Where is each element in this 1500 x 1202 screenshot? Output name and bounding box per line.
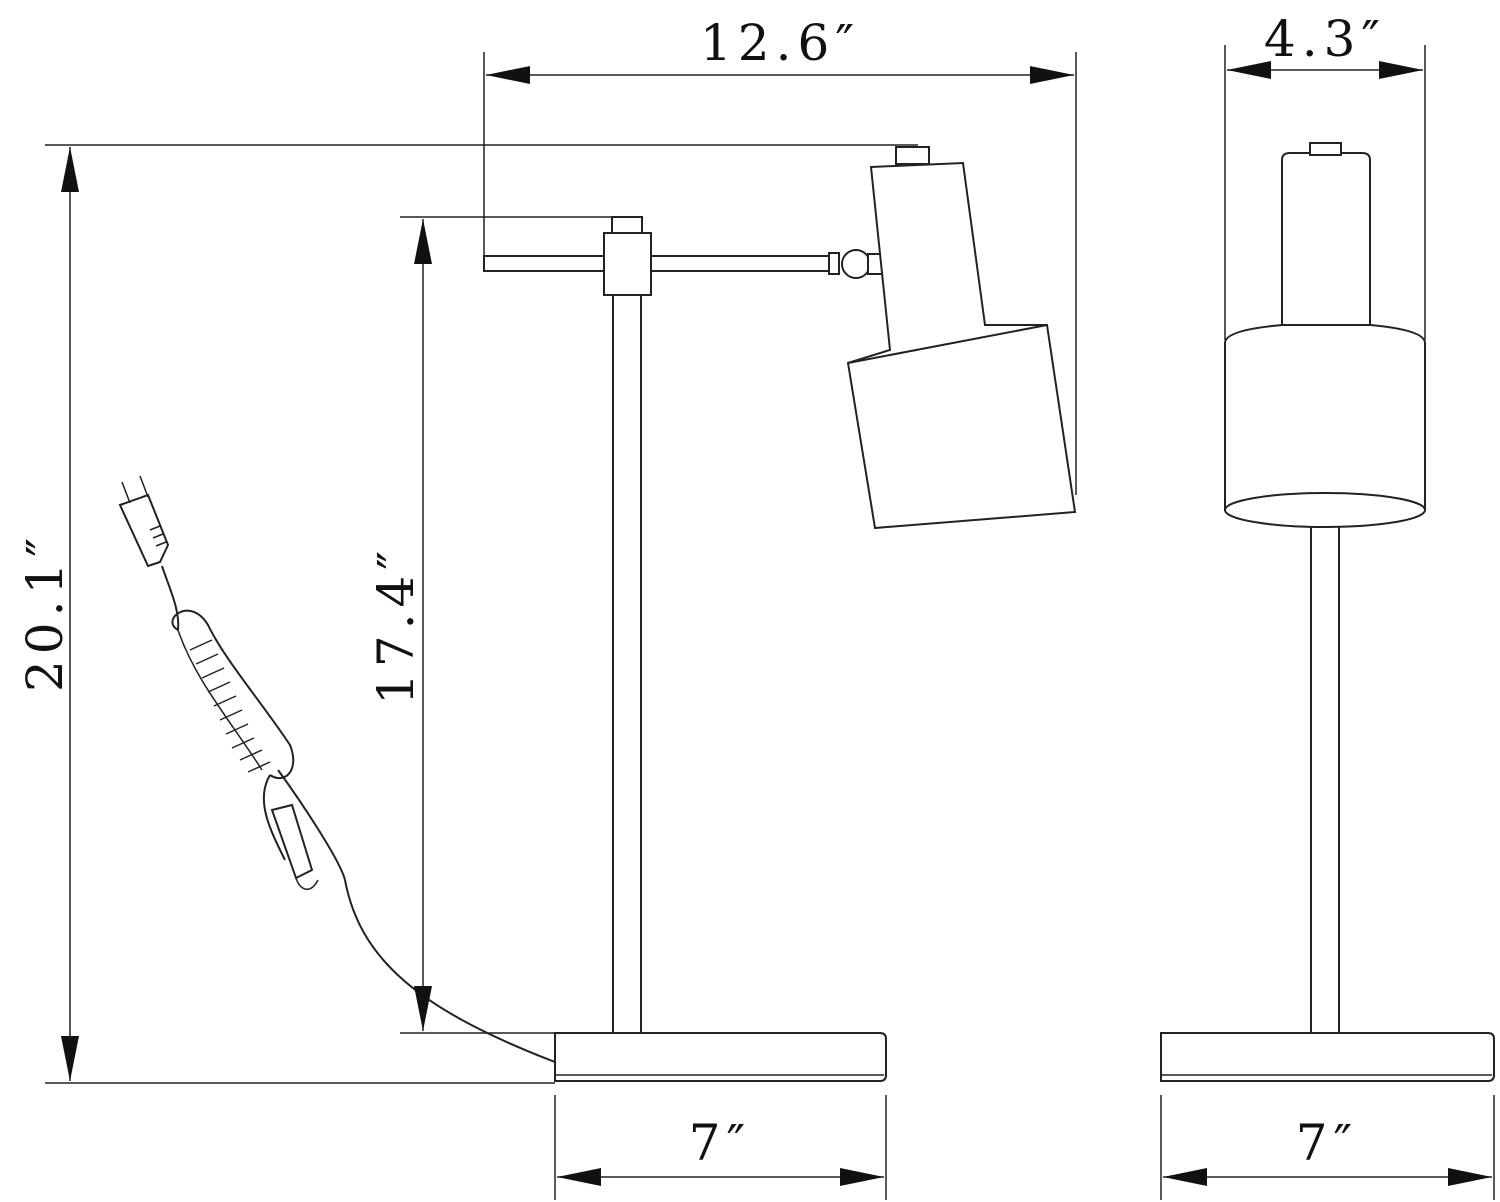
arrow-up <box>414 219 432 264</box>
arrow-left <box>557 1168 601 1186</box>
shade-diameter-label: 4.3″ <box>1264 10 1386 68</box>
front-view: 4.3″ 7″ <box>1160 10 1495 1200</box>
base-width-side-label: 7″ <box>689 1114 752 1172</box>
overall-height-label: 20.1″ <box>16 532 74 692</box>
arrow-right <box>840 1168 884 1186</box>
arrow-left <box>486 66 530 84</box>
side-base <box>554 1032 887 1082</box>
arrow-right <box>1448 1168 1492 1186</box>
dim-shade-diameter: 4.3″ <box>1224 10 1426 340</box>
dim-width: 12.6″ <box>483 14 1077 495</box>
base-width-front-label: 7″ <box>1296 1114 1359 1172</box>
arrow-left <box>1227 61 1271 79</box>
arrow-left <box>1163 1168 1207 1186</box>
dim-arm-height: 17.4″ <box>367 216 612 1034</box>
side-view: 12.6″ 20.1″ 17.4″ 7″ <box>16 14 1077 1200</box>
front-pole <box>1310 524 1340 1034</box>
arrow-right <box>1030 66 1074 84</box>
side-ball-joint <box>841 249 883 279</box>
side-pole <box>612 289 642 1034</box>
arrow-down <box>61 1036 79 1081</box>
side-arm <box>483 252 840 275</box>
front-base <box>1160 1032 1495 1082</box>
arrow-right <box>1379 61 1423 79</box>
power-cord <box>118 475 556 1063</box>
side-joint <box>603 216 652 296</box>
dim-base-side: 7″ <box>554 1095 887 1200</box>
arm-height-label: 17.4″ <box>367 545 425 705</box>
dim-overall-height: 20.1″ <box>16 144 918 1084</box>
arrow-down <box>414 986 432 1031</box>
width-label: 12.6″ <box>700 14 860 72</box>
arrow-up <box>61 147 79 192</box>
dim-base-front: 7″ <box>1160 1095 1495 1200</box>
front-shade <box>1224 142 1426 528</box>
side-shade <box>846 146 1077 530</box>
